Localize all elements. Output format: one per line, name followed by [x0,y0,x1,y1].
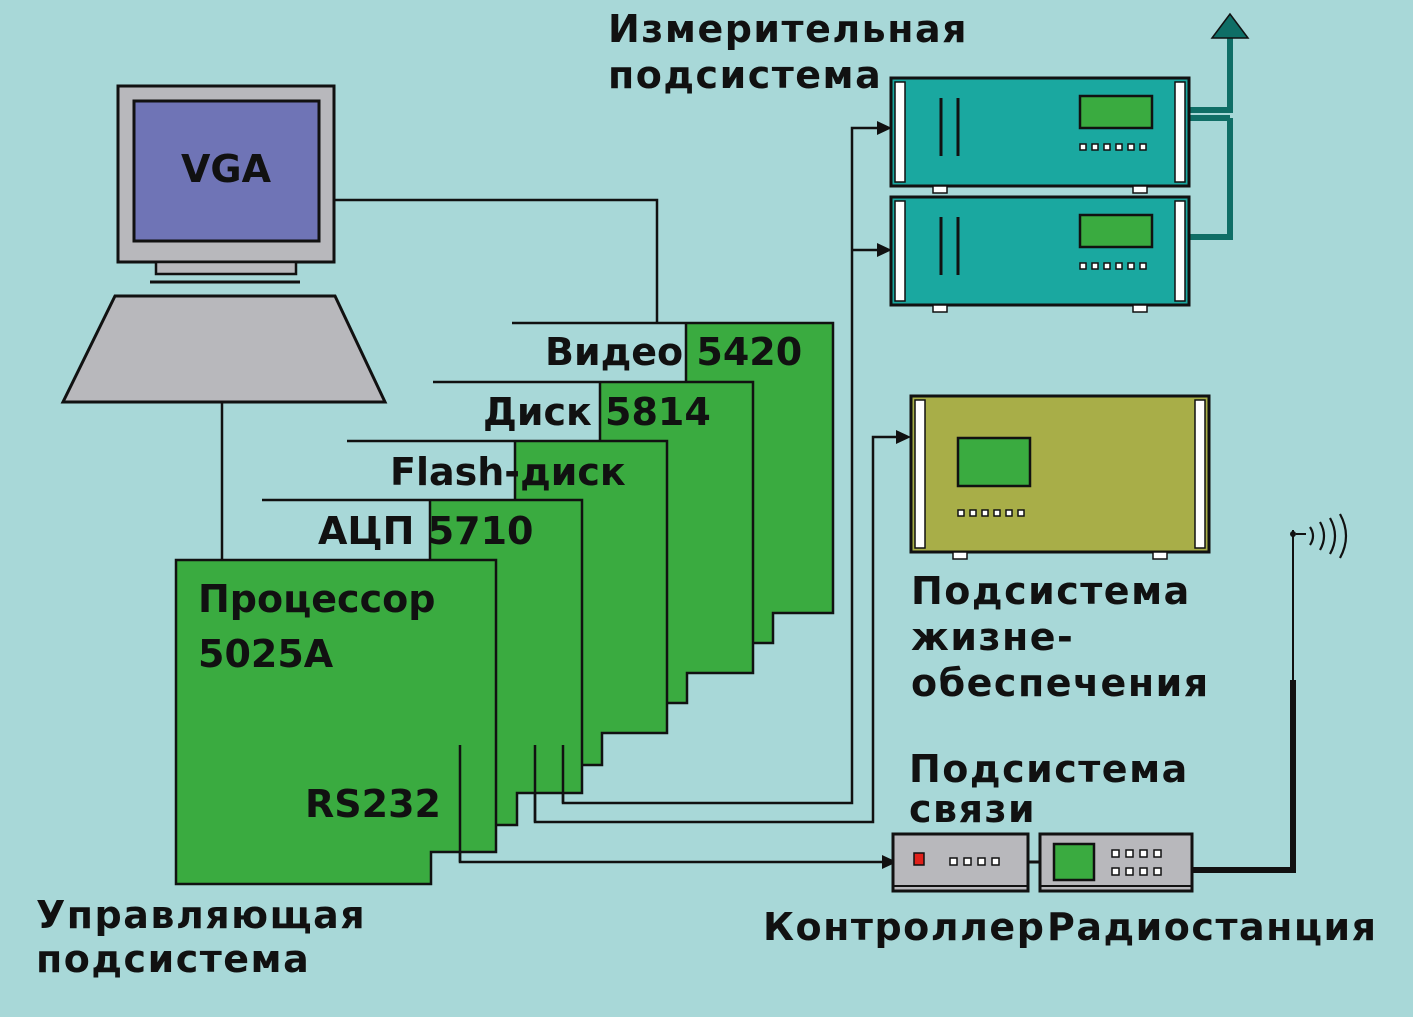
instrument-2-display [1078,213,1154,249]
radio-waves-icon [1309,513,1348,559]
comm-label-line1: Подсистема [909,747,1189,791]
card-flash [347,439,669,767]
card-cpu-rs232-label: RS232 [305,782,441,826]
instrument-2-body [889,195,1191,307]
controller-body [891,832,1030,893]
monitor-screen [132,99,321,243]
measure-label-line2: подсистема [608,53,882,97]
arrow-right-icon [882,855,897,869]
instrument-1-body [889,76,1191,188]
radio-display [1052,842,1096,882]
radio-label: Радиостанция [1047,905,1378,949]
monitor-neck [154,260,298,276]
instrument-1-buttons [1079,143,1147,151]
lifesupport-label-line3: обеспечения [911,661,1210,705]
lifesupport-unit [909,394,1211,560]
lifesupport-buttons [957,509,1025,517]
measure-label-line1: Измерительная [608,7,968,51]
controller-label: Контроллер [763,905,1045,949]
lifesupport-label-line1: Подсистема [911,569,1191,613]
instrument-2 [889,195,1191,313]
lifesupport-body [909,394,1211,554]
instrument-1-display [1078,94,1154,130]
lifesupport-foot [952,551,968,560]
lifesupport-foot [1152,551,1168,560]
instrument-2-rail-right [1174,200,1186,302]
card-adc [262,498,584,827]
lifesupport-rail-left [914,399,926,549]
controller-led [913,852,925,866]
measure-antenna [1190,38,1233,240]
card-cpu-label-line2: 5025А [198,632,334,676]
port-wires-overlay [458,745,565,862]
control-label-line2: подсистема [36,937,310,981]
instrument-1 [889,76,1191,194]
arrow-right-icon [896,430,911,444]
radio-device [1038,832,1194,893]
card-cpu [174,558,498,886]
keyboard [60,294,388,404]
instrument-2-rail-left [894,200,906,302]
wire-monitor-video [335,198,659,323]
card-video-label: Видео 5420 [545,330,802,374]
card-disk-label: Диск 5814 [483,390,711,434]
arrow-right-icon [877,243,892,257]
controller-device [891,832,1030,893]
card-disk [433,380,755,705]
instrument-1-rail-right [1174,81,1186,183]
monitor-screen-label: VGA [181,147,272,191]
comm-label-line2: связи [909,787,1036,831]
instrument-1-rail-left [894,81,906,183]
antenna-feed-lower [1190,118,1233,240]
lifesupport-label-line2: жизне- [911,615,1074,659]
radio-buttons [1111,849,1162,876]
card-stack: Видео 5420 Диск 5814 Flash-диск АЦП 5710… [174,321,835,886]
card-cpu-label-line1: Процессор [198,577,435,621]
antenna-feed-upper [1190,38,1233,113]
monitor: VGA [116,84,336,284]
card-flash-label: Flash-диск [390,450,626,494]
instrument-2-foot [1132,304,1148,313]
antenna-tip-icon [1210,12,1250,39]
instrument-2-buttons [1079,262,1147,270]
instrument-1-foot [1132,185,1148,194]
card-adc-label: АЦП 5710 [318,509,533,553]
radio-antenna-tip [1290,531,1296,537]
radio-antenna-cable [1192,680,1296,873]
arrow-right-icon [877,121,892,135]
radio-antenna [1192,513,1348,873]
instrument-2-foot [932,304,948,313]
control-label-line1: Управляющая [36,893,366,937]
controller-buttons [949,857,1000,866]
lifesupport-rail-right [1194,399,1206,549]
lifesupport-display [956,436,1032,488]
instrument-1-foot [932,185,948,194]
